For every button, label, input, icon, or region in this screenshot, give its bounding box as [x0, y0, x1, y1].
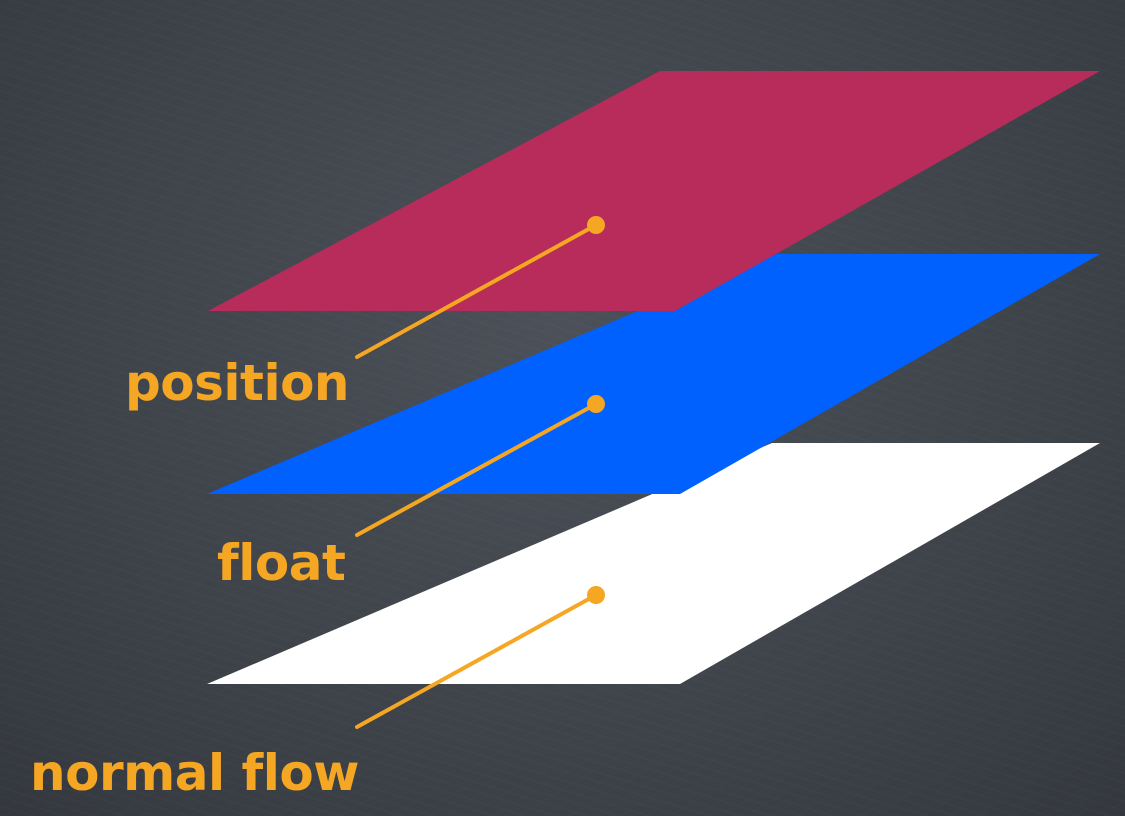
- position-label: position: [125, 354, 350, 412]
- float-leader-line: [355, 402, 598, 537]
- normal-flow-anchor-dot: [587, 586, 605, 604]
- float-anchor-dot: [587, 395, 605, 413]
- position-leader-line: [355, 223, 598, 359]
- float-plane: [207, 254, 1100, 494]
- normal-flow-label: normal flow: [30, 744, 359, 802]
- float-label: float: [217, 534, 346, 592]
- normal-flow-leader-line: [355, 593, 598, 729]
- normal-flow-plane: [207, 443, 1100, 684]
- position-anchor-dot: [587, 216, 605, 234]
- position-plane: [208, 71, 1100, 311]
